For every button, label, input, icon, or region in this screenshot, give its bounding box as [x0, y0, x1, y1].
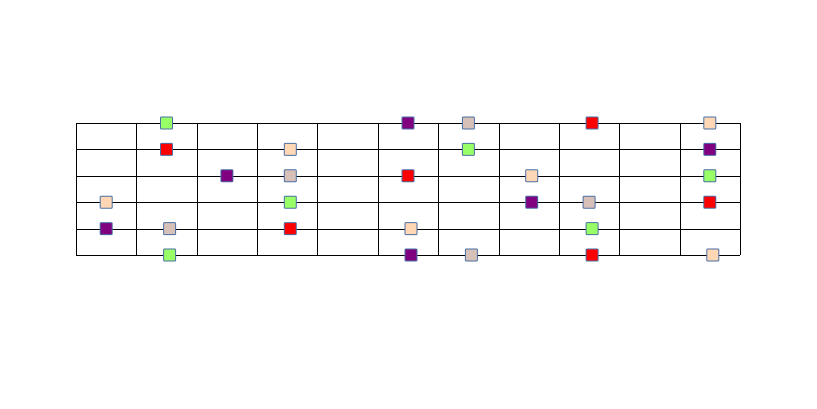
note-marker-purple: [525, 195, 539, 209]
fretboard-grid: [76, 123, 741, 256]
note-marker-tan: [582, 195, 596, 209]
note-marker-green: [461, 142, 475, 156]
note-markers: [99, 116, 720, 262]
note-marker-red: [283, 222, 297, 236]
note-marker-purple: [404, 248, 418, 262]
note-marker-peach: [706, 248, 720, 262]
note-marker-green: [585, 222, 599, 236]
note-marker-peach: [404, 222, 418, 236]
note-marker-purple: [703, 142, 717, 156]
note-marker-green: [160, 116, 173, 130]
note-marker-peach: [283, 142, 297, 156]
note-marker-tan: [461, 116, 475, 130]
note-marker-purple: [220, 169, 234, 183]
note-marker-purple: [99, 222, 113, 236]
note-marker-tan: [283, 169, 297, 183]
note-marker-red: [703, 195, 717, 209]
note-marker-green: [163, 248, 177, 262]
note-marker-green: [703, 169, 717, 183]
note-marker-red: [585, 116, 599, 130]
note-marker-tan: [464, 248, 478, 262]
note-marker-peach: [99, 195, 113, 209]
note-marker-peach: [703, 116, 717, 130]
note-marker-red: [585, 248, 599, 262]
note-marker-green: [283, 195, 297, 209]
note-marker-purple: [401, 116, 415, 130]
note-marker-red: [160, 142, 173, 156]
note-marker-red: [401, 169, 415, 183]
note-marker-tan: [163, 222, 177, 236]
note-marker-peach: [525, 169, 539, 183]
